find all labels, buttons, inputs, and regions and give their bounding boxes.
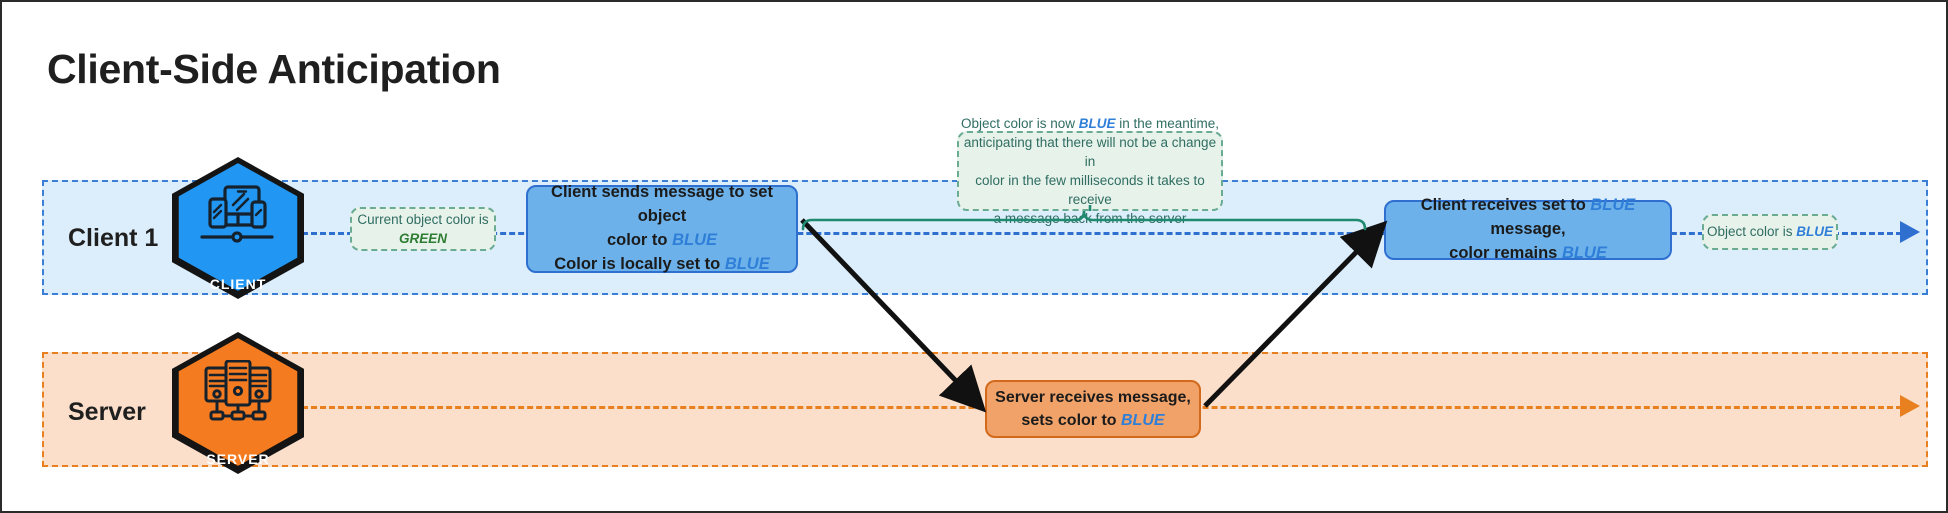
note-line: color in the few milliseconds it takes t… [975,173,1205,208]
keyword-blue: BLUE [1796,224,1834,240]
process-line-2: color to BLUE [606,231,717,249]
lane-label-server: Server [68,398,146,426]
process-line-2: sets color to BLUE [1021,412,1165,429]
keyword-blue: BLUE [724,254,770,273]
note-line: Object color is BLUE [1706,224,1834,240]
avatar-client: CLIENT [172,157,304,299]
keyword-blue: BLUE [1561,243,1607,262]
note-object-color-blue: Object color is BLUE [1702,214,1838,250]
client-devices-icon [200,185,274,243]
note-line: Object color is now BLUE in the meantime… [960,115,1220,131]
process-line-1: Client sends message to set object [551,183,773,226]
lifeline-arrowhead-client [1900,221,1920,243]
process-client-receives-message[interactable]: Client receives set to BLUE message, col… [1384,196,1672,262]
avatar-label-client: CLIENT [209,276,267,292]
lifeline-arrowhead-server [1900,395,1920,417]
note-line: a message back from the server [993,211,1187,227]
process-line-1: Client receives set to BLUE message, [1420,196,1636,239]
page-title: Client-Side Anticipation [47,46,501,92]
avatar-server: SERVER [172,332,304,474]
process-client-sends-message[interactable]: Client sends message to set object color… [526,183,798,273]
server-racks-icon [204,360,272,421]
keyword-blue: BLUE [1121,412,1165,429]
note-current-object-color: Current object color is GREEN [350,207,496,251]
lane-label-client: Client 1 [68,224,159,252]
process-server-receives-message[interactable]: Server receives message, sets color to B… [985,380,1201,438]
note-keyword-green: GREEN [398,231,447,246]
avatar-label-server: SERVER [206,451,270,467]
note-line: Current object color is [357,211,489,227]
lifeline-client [302,232,1902,235]
process-line-3: Color is locally set to BLUE [554,254,770,273]
process-line-2: color remains BLUE [1449,243,1607,262]
keyword-blue: BLUE [672,231,717,249]
process-line-1: Server receives message, [995,388,1191,406]
note-anticipation: Object color is now BLUE in the meantime… [957,116,1223,226]
note-line: anticipating that there will not be a ch… [963,134,1217,169]
keyword-blue: BLUE [1590,196,1636,215]
keyword-blue: BLUE [1078,115,1116,131]
